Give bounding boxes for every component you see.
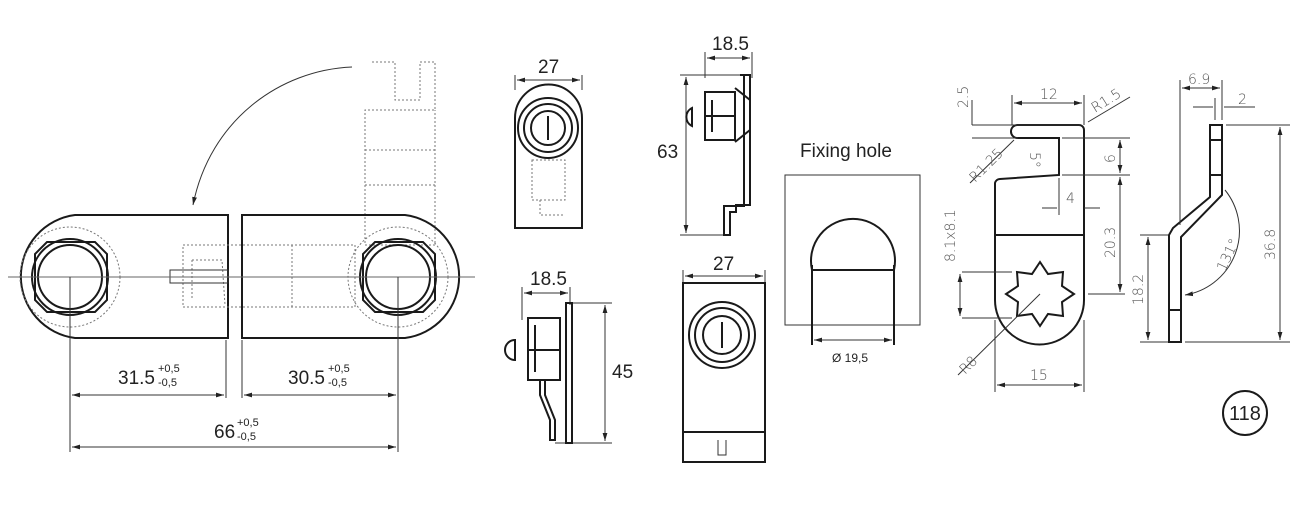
dim-8x8: 8.1x8.1 xyxy=(943,209,959,262)
dim-left-tol-minus: -0,5 xyxy=(158,377,177,389)
dim-6: 6 xyxy=(1103,154,1119,163)
dim-20-3: 20.3 xyxy=(1103,227,1119,258)
dim-right-label: 30.5 xyxy=(288,368,325,389)
dim-36-8: 36.8 xyxy=(1263,229,1279,260)
width-label: 27 xyxy=(713,254,734,275)
front-view-top: 27 xyxy=(514,57,583,229)
cam-side-view: 6.9 2 36.8 18.2 131° xyxy=(1131,72,1290,343)
rotation-arrow xyxy=(192,66,353,206)
dim-total-tol-minus: -0,5 xyxy=(237,431,256,443)
dim-12: 12 xyxy=(1040,87,1058,103)
dim-2: 2 xyxy=(1238,92,1247,108)
right-plate xyxy=(241,214,461,339)
dim-r1-5: R1.5 xyxy=(1089,86,1125,117)
angle-5: 5° xyxy=(1026,152,1042,168)
side-view-bottom: 18.5 45 xyxy=(504,269,633,444)
dim-4: 4 xyxy=(1066,191,1075,207)
angle-131: 131° xyxy=(1214,236,1243,273)
depth-label: 18.5 xyxy=(530,269,567,290)
cam-hidden-lines xyxy=(182,244,356,308)
dim-total-tol-plus: +0,5 xyxy=(237,417,259,429)
diameter-label: Ø 19,5 xyxy=(832,351,868,365)
depth-label: 18.5 xyxy=(712,34,749,55)
assembly-view: 31.5 +0,5 -0,5 30.5 +0,5 -0,5 66 +0,5 -0… xyxy=(8,61,475,452)
front-view-bottom: 27 xyxy=(682,254,766,463)
dim-right-tol-minus: -0,5 xyxy=(328,377,347,389)
width-label: 27 xyxy=(538,57,559,78)
dim-6-9: 6.9 xyxy=(1188,72,1210,88)
dim-right-tol-plus: +0,5 xyxy=(328,363,350,375)
fixing-hole-title: Fixing hole xyxy=(800,141,892,162)
page-number: 118 xyxy=(1229,403,1261,425)
cam-front-view: 12 2.5 R1.5 R1.25 5° 6 4 20.3 8.1x8.1 R8… xyxy=(943,86,1131,392)
dim-15: 15 xyxy=(1030,368,1048,384)
dim-left-tol-plus: +0,5 xyxy=(158,363,180,375)
dim-total-label: 66 xyxy=(214,422,235,443)
dim-18-2: 18.2 xyxy=(1131,274,1147,305)
page-number-badge: 118 xyxy=(1222,390,1268,436)
cabinet-outline xyxy=(364,61,436,246)
height-label: 45 xyxy=(612,362,633,383)
side-view-top: 18.5 63 xyxy=(657,34,753,236)
star-hole xyxy=(1004,260,1076,328)
dim-2-5: 2.5 xyxy=(956,86,972,108)
left-plate xyxy=(19,214,229,339)
dim-r8: R8 xyxy=(957,353,981,377)
dim-left-label: 31.5 xyxy=(118,368,155,389)
height-label: 63 xyxy=(657,142,678,163)
fixing-hole-view: Fixing hole Ø 19,5 xyxy=(784,141,921,365)
